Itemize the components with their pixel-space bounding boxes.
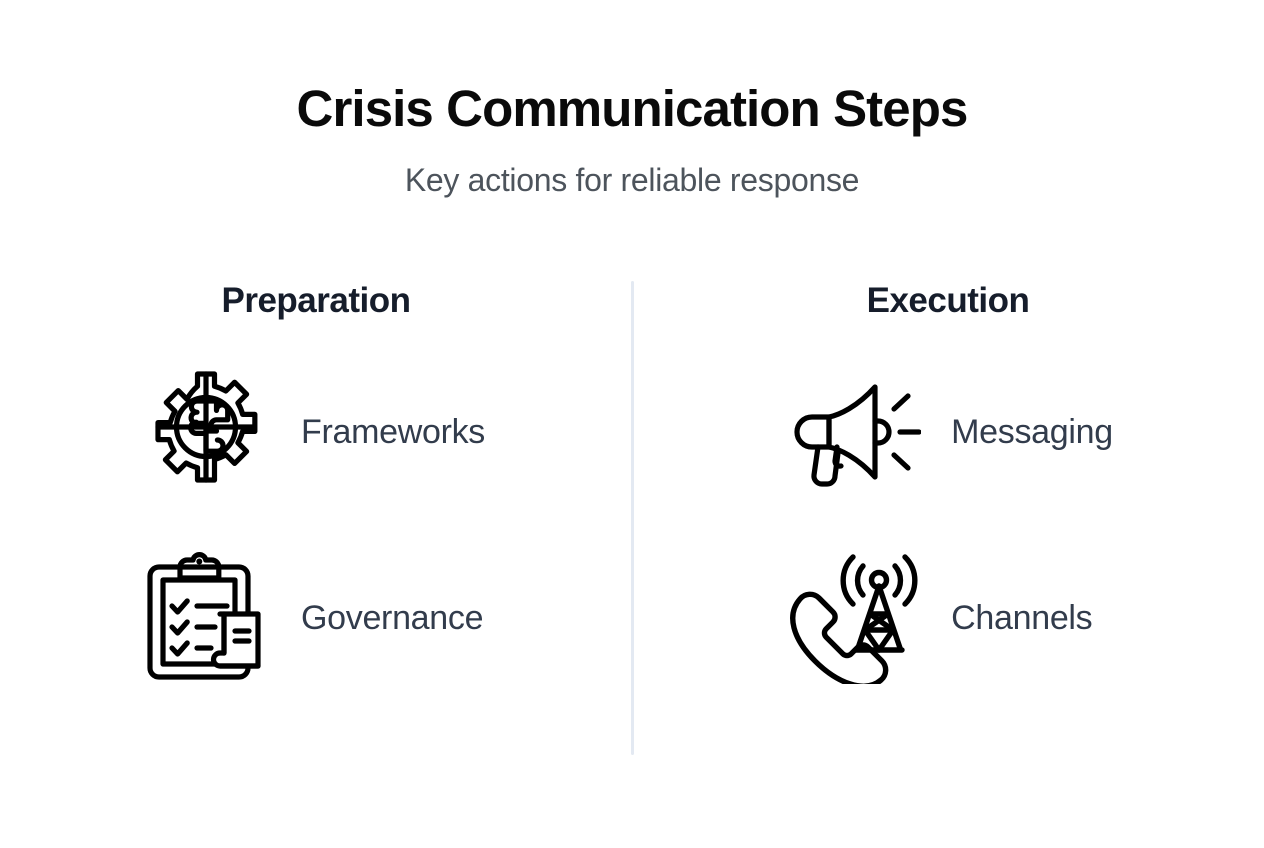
clipboard-checklist-book-icon [139,551,273,685]
list-item-label-messaging: Messaging [951,412,1113,451]
list-item-messaging[interactable]: Messaging [789,365,1113,499]
page-subtitle: Key actions for reliable response [404,161,860,198]
column-execution: Execution [632,283,1264,685]
list-item-governance[interactable]: Governance [139,551,485,685]
column-heading-preparation: Preparation [221,281,412,320]
list-item-label-frameworks: Frameworks [300,412,486,451]
item-list-preparation: Frameworks [139,365,485,685]
megaphone-icon [789,365,923,499]
column-preparation: Preparation [0,283,632,685]
columns-container: Preparation [0,283,1264,685]
page-title: Crisis Communication Steps [296,80,969,137]
item-list-execution: Messaging [789,365,1113,685]
list-item-label-channels: Channels [951,598,1093,637]
list-item-frameworks[interactable]: Frameworks [139,365,485,499]
phone-broadcast-tower-icon [789,551,923,685]
gear-puzzle-icon [139,365,273,499]
list-item-channels[interactable]: Channels [789,551,1113,685]
column-heading-execution: Execution [866,281,1030,320]
column-divider [631,281,634,755]
slide-header: Crisis Communication Steps Key actions f… [0,82,1264,198]
list-item-label-governance: Governance [300,598,484,637]
